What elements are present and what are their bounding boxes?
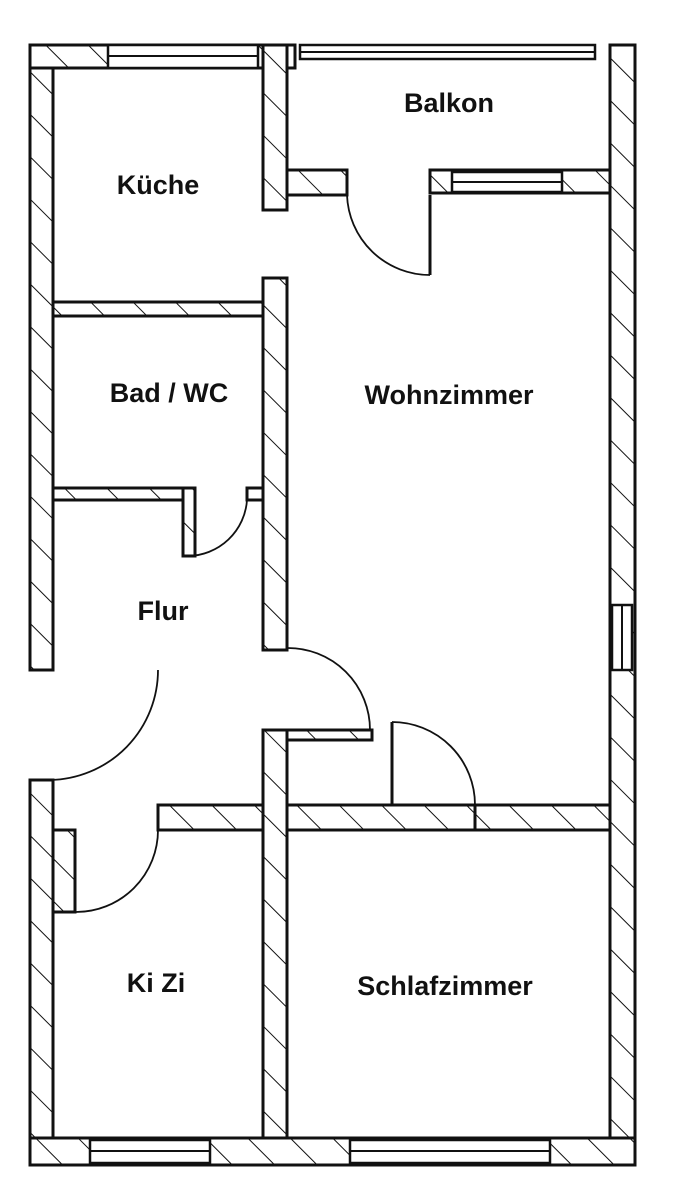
wall-kitchen-bath <box>51 300 265 318</box>
label-ki-zi: Ki Zi <box>127 968 186 998</box>
wall-kids-left-stub <box>51 828 77 914</box>
wall-kids-bedroom <box>261 728 289 1140</box>
window-balcony <box>298 43 597 61</box>
door-entrance <box>49 669 159 781</box>
label-schlafzimmer: Schlafzimmer <box>357 971 533 1001</box>
window-kitchen <box>106 43 260 70</box>
label-wohnzimmer: Wohnzimmer <box>364 380 534 410</box>
wall-bath-living <box>261 276 289 652</box>
door-balcony <box>346 194 432 276</box>
wall-left-lower <box>28 778 55 1167</box>
room-labels: Küche Balkon Bad / WC Wohnzimmer Flur Ki… <box>110 88 534 1001</box>
wall-left-upper <box>28 43 55 672</box>
wall-balcony-stub-left <box>285 168 349 197</box>
label-kueche: Küche <box>117 170 200 200</box>
outer-walls <box>28 43 637 1167</box>
wall-bath-hall-right <box>245 486 265 502</box>
wall-bath-hall-stub <box>181 486 197 558</box>
door-kids <box>75 829 159 913</box>
door-bedroom <box>390 721 476 806</box>
label-balkon: Balkon <box>404 88 494 118</box>
door-bath <box>187 490 249 557</box>
label-bad-wc: Bad / WC <box>110 378 229 408</box>
wall-kitchen-right <box>261 43 289 212</box>
window-kids <box>88 1138 212 1165</box>
doors <box>49 194 476 913</box>
wall-hall-kids <box>156 803 490 832</box>
wall-living-bedroom <box>473 803 612 832</box>
door-living <box>286 647 371 732</box>
interior-walls <box>51 43 612 1140</box>
window-living-top <box>450 170 564 194</box>
window-bedroom <box>348 1138 552 1165</box>
wall-bath-hall-left <box>51 486 190 502</box>
windows <box>88 43 634 1165</box>
window-living-right <box>610 603 634 672</box>
label-flur: Flur <box>138 596 189 626</box>
